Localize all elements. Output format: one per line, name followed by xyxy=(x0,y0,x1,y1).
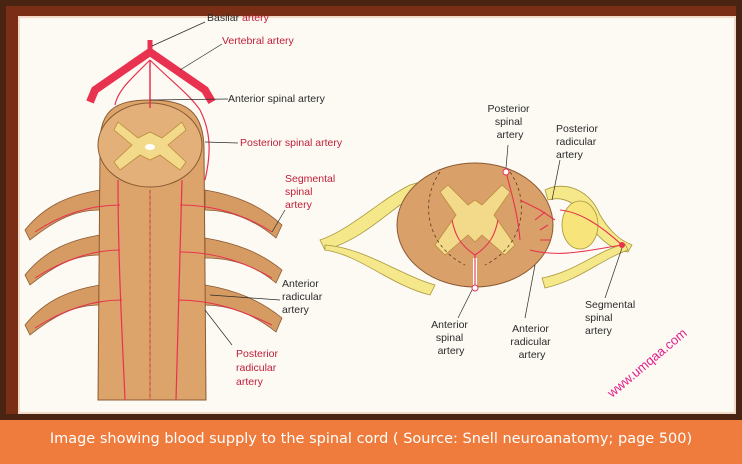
image-caption: Image showing blood supply to the spinal… xyxy=(49,431,693,447)
right-label-pointers xyxy=(457,144,623,319)
label-anterior-spinal-artery-right: Anterior spinal artery xyxy=(431,319,471,357)
label-basilar-artery: Basilar artery xyxy=(207,12,270,24)
label-posterior-radicular-artery-right: Posterior radicular artery xyxy=(556,123,601,161)
label-anterior-radicular-artery-left: Anterior radicular artery xyxy=(282,278,325,316)
right-arteries xyxy=(451,171,623,287)
transverse-grey-matter xyxy=(434,184,516,256)
blood-supply-diagram: Basilar artery Vertebral artery Anterior… xyxy=(24,12,690,401)
watermark[interactable]: www.umqaa.com xyxy=(604,325,690,401)
left-arteries xyxy=(34,40,273,401)
label-segmental-spinal-artery-right: Segmental spinal artery xyxy=(585,299,638,337)
label-posterior-spinal-artery-left: Posterior spinal artery xyxy=(240,137,343,149)
label-segmental-spinal-artery-left: Segmental spinal artery xyxy=(285,173,338,211)
label-posterior-radicular-artery-left: Posterior radicular artery xyxy=(236,348,281,388)
posterior-spinal-artery-dot xyxy=(502,168,510,176)
caption-bar xyxy=(0,420,742,464)
central-canal xyxy=(145,144,155,150)
left-spinal-cord-figure xyxy=(24,40,283,401)
label-vertebral-artery: Vertebral artery xyxy=(222,35,295,47)
label-posterior-spinal-artery-right: Posterior spinal artery xyxy=(488,103,533,141)
label-anterior-spinal-artery-left: Anterior spinal artery xyxy=(228,93,326,105)
anterior-spinal-artery-dot xyxy=(471,284,479,292)
left-label-pointers xyxy=(149,21,286,346)
label-anterior-radicular-artery-right: Anterior radicular artery xyxy=(510,323,553,361)
right-cross-section-figure xyxy=(319,162,633,296)
segmental-artery-dot xyxy=(619,242,625,248)
